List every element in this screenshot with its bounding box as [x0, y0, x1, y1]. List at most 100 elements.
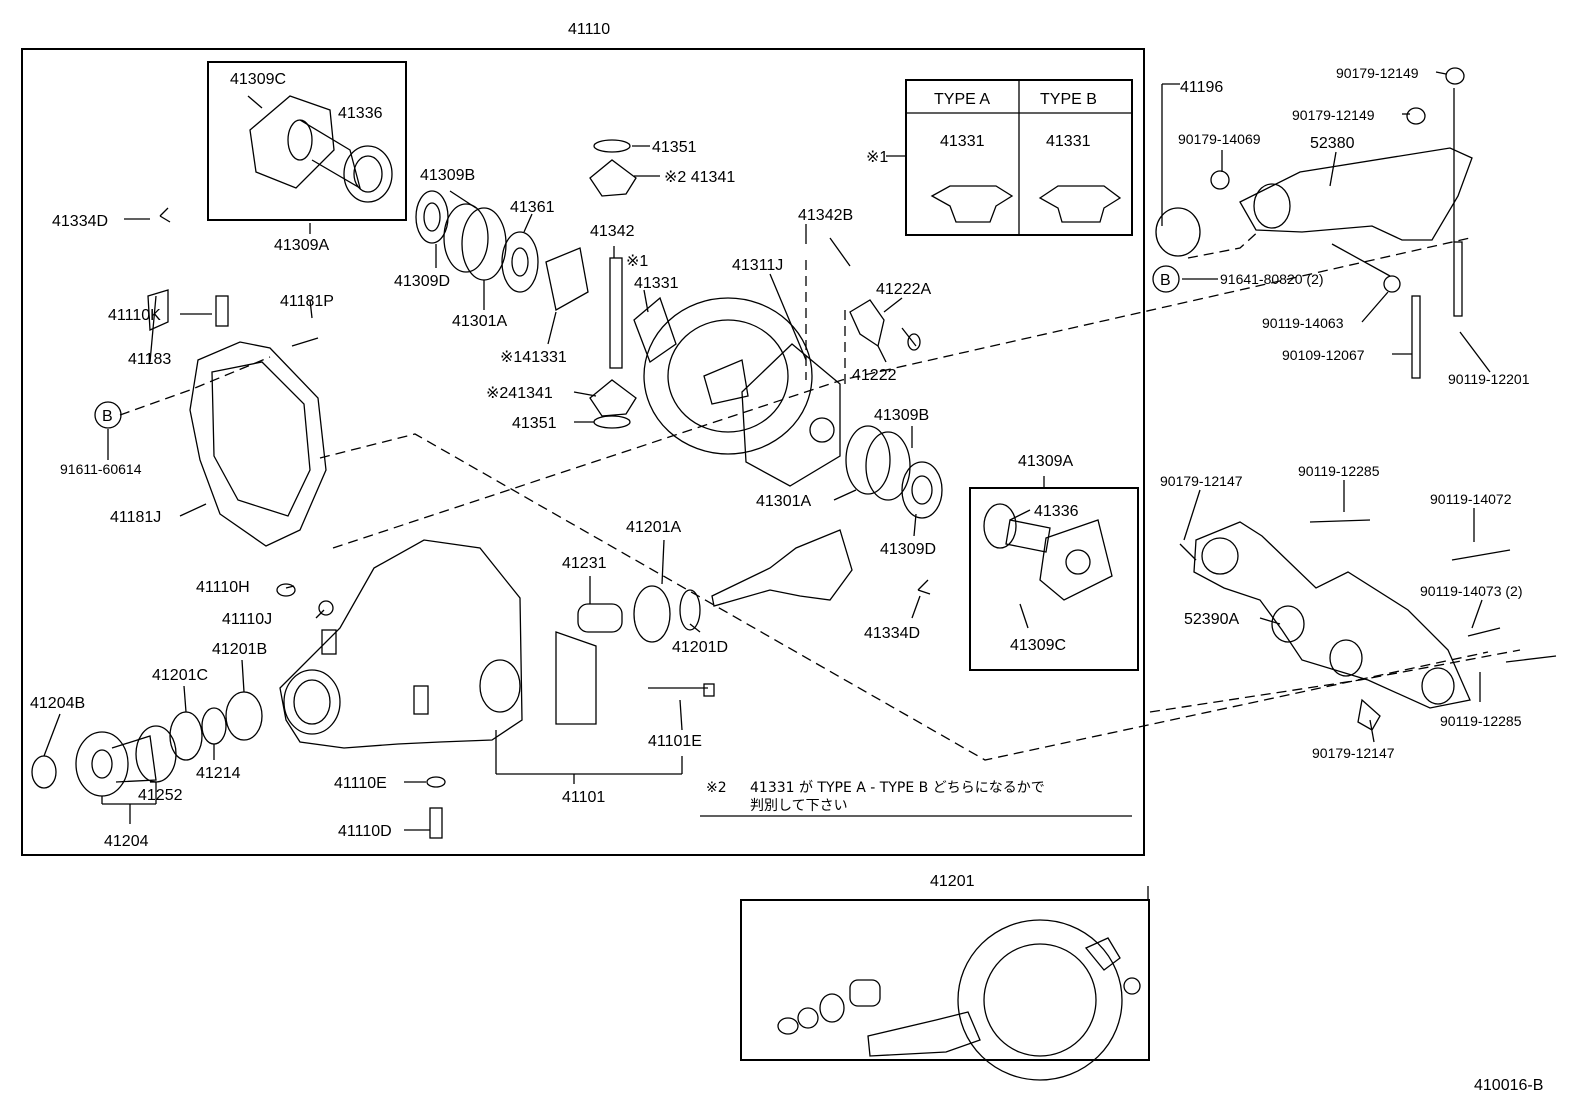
marker-b-left-circle — [94, 401, 122, 429]
part-label: 90179-12149 — [1292, 107, 1375, 123]
part-label: 90119-12285 — [1440, 713, 1522, 729]
part-label: 90179-12147 — [1160, 473, 1243, 489]
part-label: 41110H — [196, 579, 250, 596]
part-label: 41201D — [672, 639, 728, 656]
part-label: 41110E — [334, 775, 387, 792]
part-label: 52390A — [1184, 611, 1239, 628]
marker-b-right: B — [1160, 272, 1171, 289]
part-label: 41309D — [394, 273, 450, 290]
bearing-set-right-drawing — [845, 425, 943, 519]
sub-assembly-number: 41201 — [930, 873, 975, 890]
guide-line-housing-to-mount — [332, 237, 1471, 549]
lock-plate-drawing — [849, 299, 921, 351]
type-a-part: 41331 — [940, 133, 985, 150]
guide-line-cover-to-carrier — [319, 433, 1489, 761]
part-label: 52380 — [1310, 135, 1355, 152]
main-assembly-frame — [21, 48, 1145, 856]
part-label: 41309C — [1010, 637, 1066, 654]
small-fasteners-drawing — [159, 207, 931, 839]
part-label: 41342B — [798, 207, 853, 224]
part-label: 41222 — [852, 367, 897, 384]
part-label: 41181P — [280, 293, 334, 310]
part-label: 41309D — [880, 541, 936, 558]
bearing-set-left-drawing — [415, 190, 589, 312]
part-label: 41214 — [196, 765, 241, 782]
part-label: 90119-12201 — [1448, 371, 1530, 387]
housing-cover-drawing — [147, 289, 327, 547]
part-label: 41196 — [1180, 79, 1223, 96]
part-label: 41351 — [652, 139, 697, 156]
part-label: 41309A — [1018, 453, 1073, 470]
part-label: 41336 — [338, 105, 383, 122]
part-label: 41201A — [626, 519, 681, 536]
type-b-header: TYPE B — [1040, 91, 1097, 108]
part-label: 41110J — [222, 611, 272, 628]
part-label: 41110D — [338, 823, 392, 840]
part-label: 90179-12149 — [1336, 65, 1419, 81]
part-label: 91641-80820 (2) — [1220, 271, 1324, 287]
side-gear-shaft-drawing — [983, 503, 1113, 601]
part-label: 41201C — [152, 667, 208, 684]
part-label: 41301A — [452, 313, 507, 330]
type-b-gear-icon — [1038, 185, 1122, 223]
part-label: 41101 — [562, 789, 605, 806]
ring-gear-set-frame — [740, 899, 1150, 1061]
part-label: ※1 — [626, 253, 648, 270]
note2-line2: 判別して下さい — [750, 798, 848, 814]
pinion-shaft-drawing — [609, 257, 677, 369]
part-label: 41331 — [634, 275, 679, 292]
carrier-housing-drawing — [279, 539, 523, 749]
part-label: 41231 — [562, 555, 607, 572]
part-label: 41309A — [274, 237, 329, 254]
part-label: 41334D — [52, 213, 108, 230]
side-gear-shaft-box — [969, 487, 1139, 671]
companion-flange-box — [207, 61, 407, 221]
part-label: 90179-12147 — [1312, 745, 1395, 761]
part-label: 41110K — [108, 307, 161, 324]
part-label: 41334D — [864, 625, 920, 642]
part-label: 41361 — [510, 199, 555, 216]
bearing-cap-drawing — [555, 631, 715, 725]
part-label: 41204B — [30, 695, 85, 712]
guide-line-rear-mount — [1149, 649, 1521, 713]
part-label: 41301A — [756, 493, 811, 510]
part-label: 41204 — [104, 833, 149, 850]
part-label: ※2 41341 — [664, 169, 735, 186]
part-label: 41101E — [648, 733, 702, 750]
main-assembly-number: 41110 — [568, 21, 610, 38]
side-gears-drawing — [589, 139, 637, 429]
note2-mark: ※2 — [706, 780, 727, 796]
part-label: 90119-14063 — [1262, 315, 1344, 331]
part-label: 41222A — [876, 281, 931, 298]
part-label: 41336 — [1034, 503, 1079, 520]
marker-b-left: B — [102, 408, 113, 425]
part-label: 90119-14073 (2) — [1420, 583, 1522, 599]
note2-line1: 41331 が TYPE A - TYPE B どちらになるかで — [750, 780, 1045, 796]
part-label: 90119-14072 — [1430, 491, 1512, 507]
leader-lines — [43, 71, 1491, 900]
part-label: 41342 — [590, 223, 635, 240]
part-label: 41309C — [230, 71, 286, 88]
diff-case-drawing — [643, 297, 841, 487]
part-label: 90109-12067 — [1282, 347, 1365, 363]
lower-mount-bracket-drawing — [1179, 519, 1557, 731]
type-a-header: TYPE A — [934, 91, 990, 108]
part-label: 41252 — [138, 787, 183, 804]
part-label: 41201B — [212, 641, 267, 658]
part-label: 91611-60614 — [60, 461, 142, 477]
guide-line-cover-b — [119, 356, 271, 416]
part-label: 41181J — [110, 509, 161, 526]
part-label: 41309B — [874, 407, 929, 424]
figure-code: 410016-B — [1474, 1077, 1543, 1094]
companion-flange-drawing — [247, 95, 393, 203]
ring-gear-set-drawing — [777, 919, 1141, 1081]
part-label: 90179-14069 — [1178, 131, 1261, 147]
part-label: 90119-12285 — [1298, 463, 1380, 479]
part-label: 41309B — [420, 167, 475, 184]
part-label: ※141331 — [500, 349, 567, 366]
part-label: 41183 — [128, 351, 171, 368]
part-label: 41311J — [732, 257, 783, 274]
type-a-gear-icon — [930, 185, 1014, 223]
pinion-gear-drawing — [577, 529, 853, 643]
